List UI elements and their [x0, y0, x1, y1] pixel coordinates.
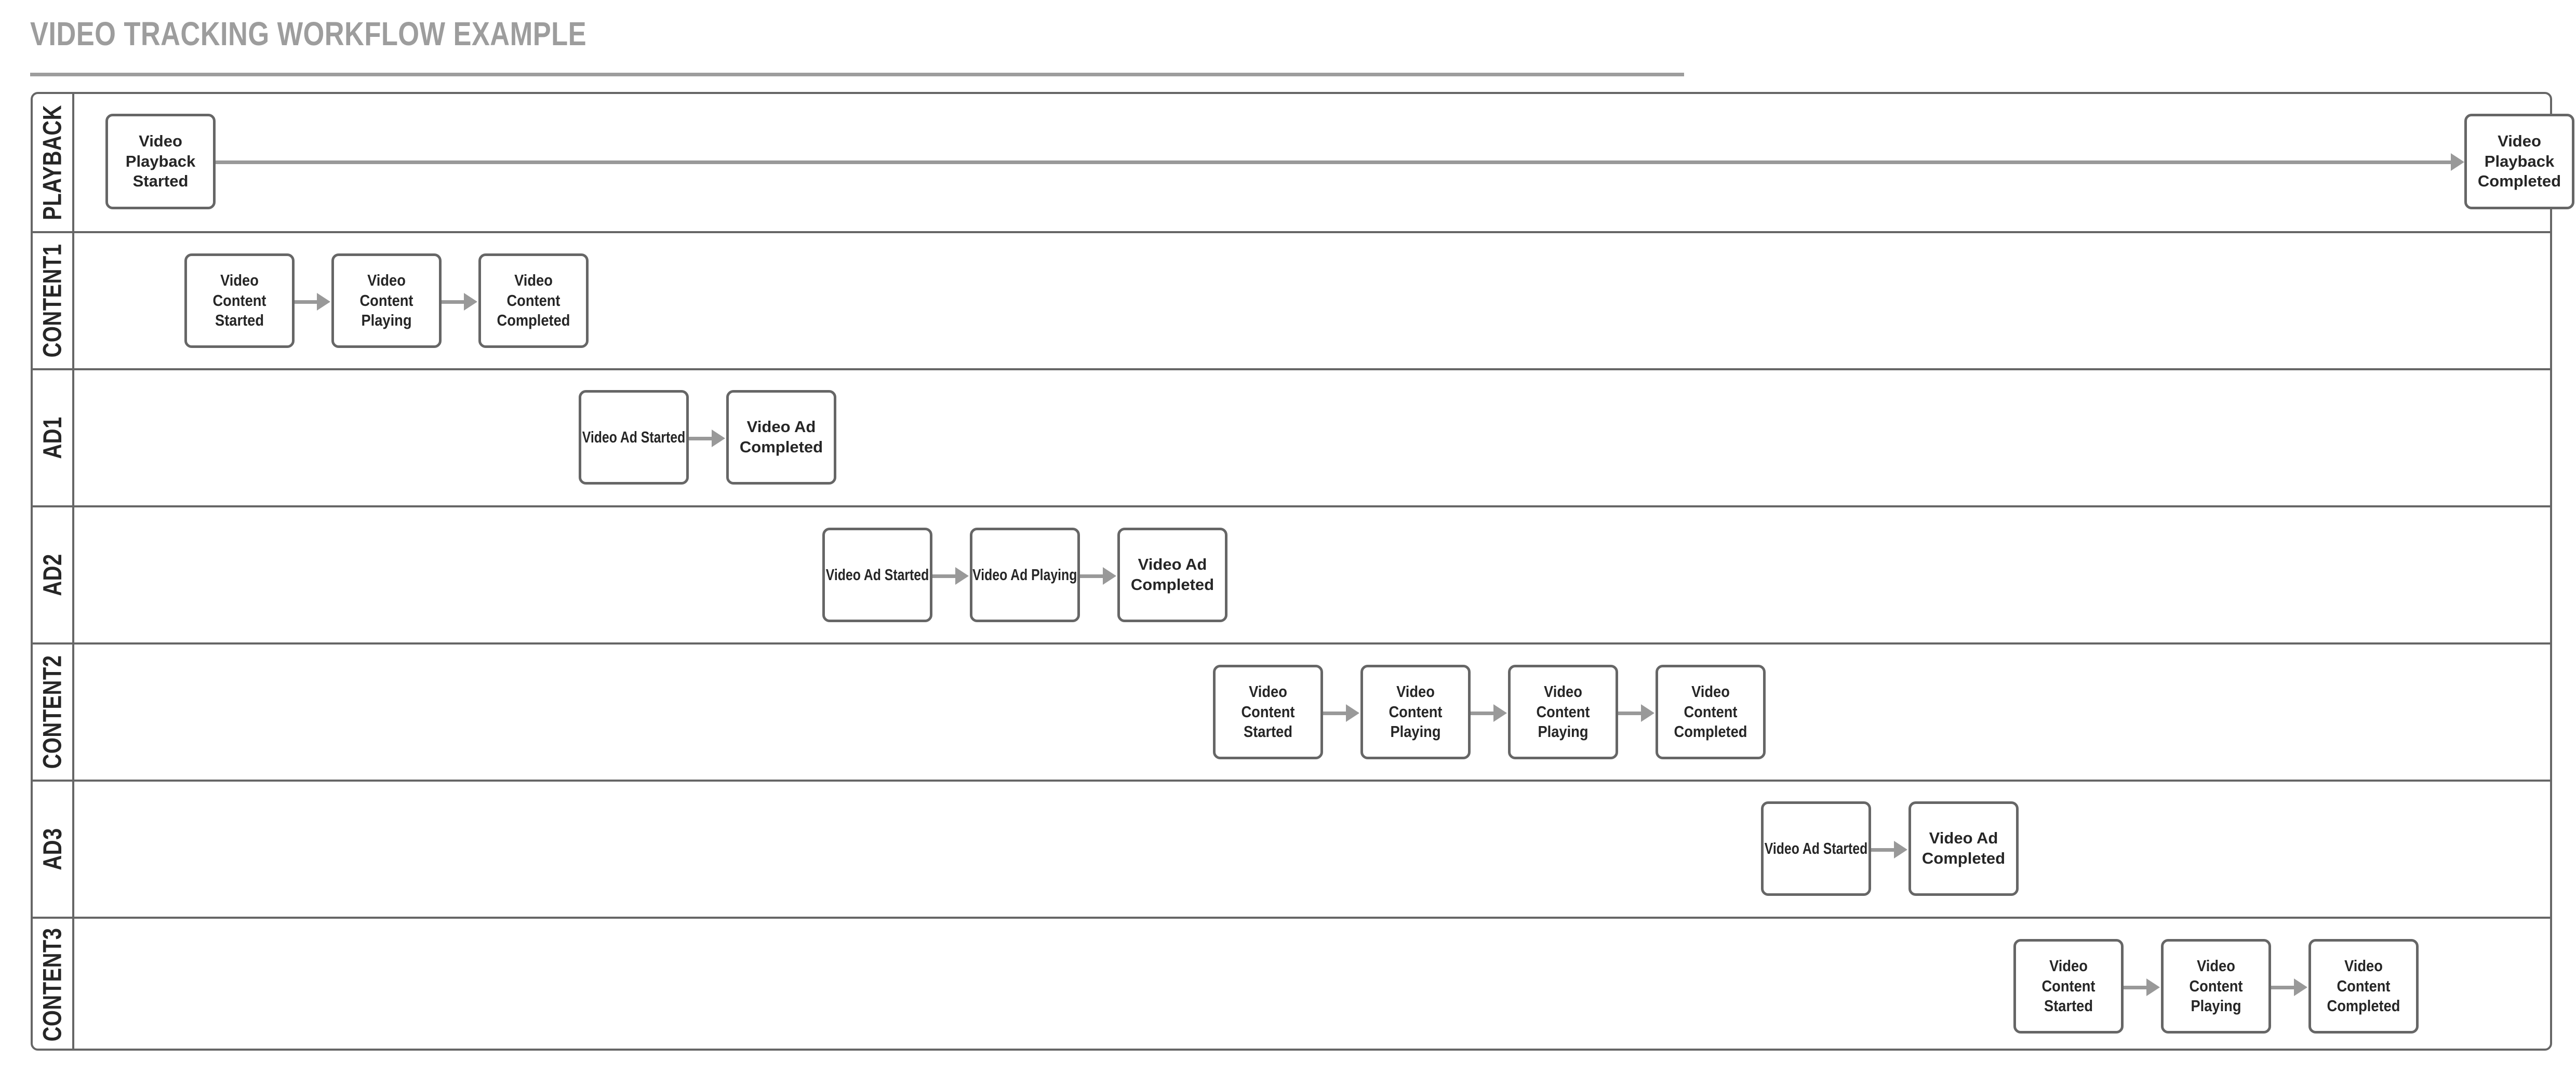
task-label-ad1-started: Video Ad Started: [582, 427, 686, 446]
lane-playback: PLAYBACK Video Playback Started Video Pl…: [33, 94, 2574, 231]
task-ad2-completed[interactable]: Video Ad Completed: [1117, 528, 1227, 622]
task-ad1-completed[interactable]: Video Ad Completed: [726, 390, 836, 485]
arrowhead-content2-3: [1641, 704, 1654, 722]
task-ad3-completed[interactable]: Video Ad Completed: [1908, 801, 2019, 896]
lane-label-ad3: AD3: [38, 828, 67, 870]
arrowhead-ad3-1: [1894, 841, 1907, 858]
task-content1-started[interactable]: Video Content Started: [184, 253, 295, 348]
lane-header-ad2[interactable]: AD2: [33, 507, 74, 642]
lane-content2: CONTENT2 Video Content Started Video Con…: [33, 642, 2550, 780]
task-content1-playing[interactable]: Video Content Playing: [331, 253, 442, 348]
lane-label-ad1: AD1: [38, 417, 67, 459]
arrowhead-content3-1: [2146, 978, 2160, 996]
task-playback-completed[interactable]: Video Playback Completed: [2464, 114, 2574, 209]
arrowhead-ad1-1: [712, 430, 725, 447]
task-label-content3-started: Video Content Started: [2041, 956, 2095, 1015]
task-label-playback-completed: Video Playback Completed: [2477, 131, 2561, 191]
connector-ad2-1: [932, 574, 955, 578]
connector-content2-3: [1618, 712, 1641, 715]
task-label-content3-playing: Video Content Playing: [2189, 956, 2243, 1015]
connector-ad3-1: [1871, 848, 1894, 852]
task-label-content2-playing-2: Video Content Playing: [1536, 682, 1590, 741]
task-ad3-started[interactable]: Video Ad Started: [1761, 801, 1871, 896]
task-content2-completed[interactable]: Video Content Completed: [1656, 665, 1766, 759]
task-label-ad3-completed: Video Ad Completed: [1921, 829, 2006, 867]
task-label-content2-started: Video Content Started: [1241, 682, 1295, 741]
lane-header-playback[interactable]: PLAYBACK: [33, 94, 74, 231]
arrowhead-content1-2: [464, 293, 477, 311]
task-label-playback-started: Video Playback Started: [125, 131, 196, 191]
arrowhead-content2-1: [1346, 704, 1359, 722]
connector-content3-1: [2124, 986, 2146, 989]
task-ad1-started[interactable]: Video Ad Started: [579, 390, 689, 485]
lane-body-ad3: Video Ad Started Video Ad Completed: [74, 782, 2550, 917]
task-label-ad2-completed: Video Ad Completed: [1130, 555, 1214, 594]
task-content2-started[interactable]: Video Content Started: [1213, 665, 1323, 759]
task-content3-started[interactable]: Video Content Started: [2013, 939, 2124, 1034]
lane-header-ad3[interactable]: AD3: [33, 782, 74, 917]
task-label-content1-completed: Video Content Completed: [497, 271, 570, 330]
lane-content3: CONTENT3 Video Content Started Video Con…: [33, 917, 2550, 1051]
arrowhead-ad2-1: [955, 567, 969, 585]
task-ad2-playing[interactable]: Video Ad Playing: [970, 528, 1080, 622]
arrowhead-content3-2: [2294, 978, 2307, 996]
task-label-content2-completed: Video Content Completed: [1674, 682, 1747, 741]
lane-label-ad2: AD2: [38, 554, 67, 596]
lane-body-content1: Video Content Started Video Content Play…: [74, 233, 2550, 368]
task-content3-playing[interactable]: Video Content Playing: [2161, 939, 2271, 1034]
lane-ad2: AD2 Video Ad Started Video Ad Playing Vi…: [33, 505, 2550, 642]
connector-content2-2: [1471, 712, 1493, 715]
lane-body-content2: Video Content Started Video Content Play…: [74, 645, 2550, 780]
page-title: VIDEO TRACKING WORKFLOW EXAMPLE: [30, 15, 587, 52]
swimlane-pool: PLAYBACK Video Playback Started Video Pl…: [31, 92, 2574, 1051]
connector-content2-1: [1323, 712, 1346, 715]
lane-header-content3[interactable]: CONTENT3: [33, 919, 74, 1051]
lane-ad3: AD3 Video Ad Started Video Ad Completed: [33, 780, 2550, 917]
task-ad2-started[interactable]: Video Ad Started: [822, 528, 932, 622]
lane-label-content3: CONTENT3: [38, 928, 67, 1042]
task-label-content1-playing: Video Content Playing: [359, 271, 413, 330]
lane-header-content1[interactable]: CONTENT1: [33, 233, 74, 368]
task-playback-started[interactable]: Video Playback Started: [105, 114, 216, 209]
lane-body-playback: Video Playback Started Video Playback Co…: [74, 94, 2574, 231]
task-label-ad2-started: Video Ad Started: [825, 565, 929, 584]
lane-header-content2[interactable]: CONTENT2: [33, 645, 74, 780]
connector-content3-2: [2271, 986, 2294, 989]
connector-playback-started-to-completed: [215, 160, 2451, 164]
lane-label-playback: PLAYBACK: [38, 105, 68, 220]
task-label-content1-started: Video Content Started: [212, 271, 266, 330]
task-label-content3-completed: Video Content Completed: [2327, 956, 2400, 1015]
lane-body-ad1: Video Ad Started Video Ad Completed: [74, 370, 2550, 505]
task-label-ad1-completed: Video Ad Completed: [739, 418, 823, 456]
lane-body-ad2: Video Ad Started Video Ad Playing Video …: [74, 507, 2550, 642]
connector-content1-2: [442, 300, 464, 304]
task-label-ad3-started: Video Ad Started: [1764, 839, 1868, 857]
task-content3-completed[interactable]: Video Content Completed: [2308, 939, 2419, 1034]
task-content2-playing-1[interactable]: Video Content Playing: [1360, 665, 1471, 759]
lane-label-content1: CONTENT1: [38, 244, 67, 358]
task-content1-completed[interactable]: Video Content Completed: [478, 253, 589, 348]
arrowhead-playback-completed: [2451, 153, 2464, 171]
task-content2-playing-2[interactable]: Video Content Playing: [1508, 665, 1618, 759]
arrowhead-content1-1: [317, 293, 330, 311]
connector-ad2-2: [1080, 574, 1103, 578]
lane-content1: CONTENT1 Video Content Started Video Con…: [33, 231, 2550, 368]
task-label-ad2-playing: Video Ad Playing: [972, 565, 1077, 584]
lane-body-content3: Video Content Started Video Content Play…: [74, 919, 2550, 1051]
connector-content1-1: [295, 300, 317, 304]
task-label-content2-playing-1: Video Content Playing: [1389, 682, 1443, 741]
arrowhead-ad2-2: [1103, 567, 1116, 585]
arrowhead-content2-2: [1493, 704, 1507, 722]
lane-header-ad1[interactable]: AD1: [33, 370, 74, 505]
lane-ad1: AD1 Video Ad Started Video Ad Completed: [33, 368, 2550, 505]
connector-ad1-1: [689, 437, 712, 440]
lane-label-content2: CONTENT2: [38, 655, 67, 769]
title-divider: [30, 73, 1684, 76]
